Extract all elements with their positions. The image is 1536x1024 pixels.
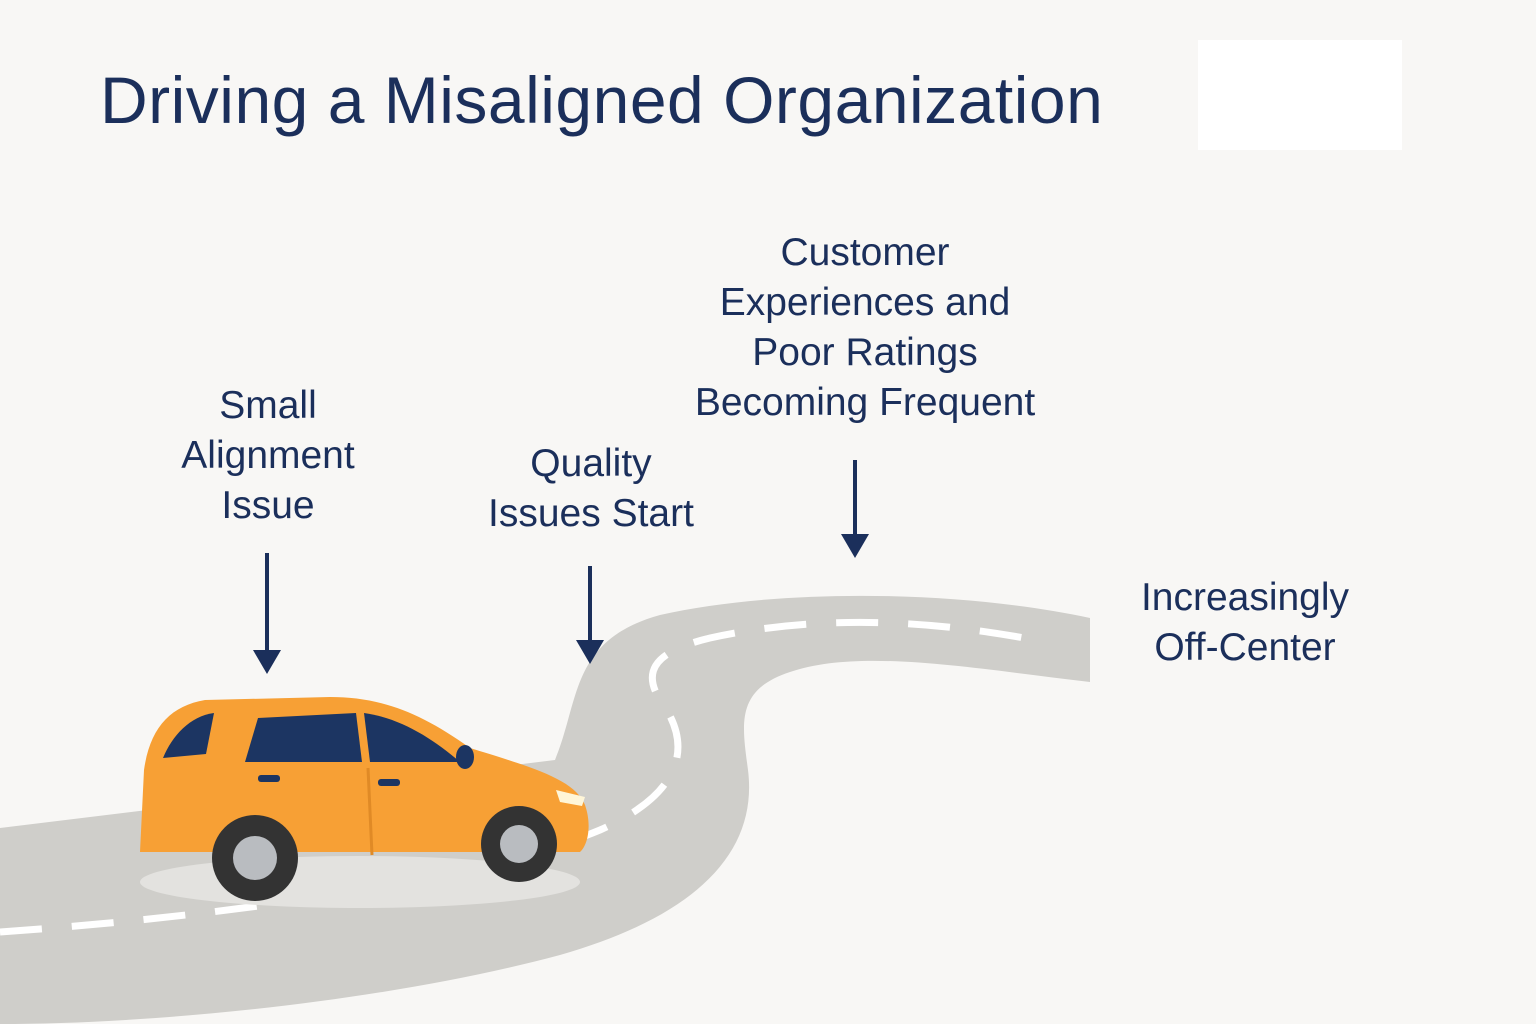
down-arrow-icon	[576, 566, 604, 664]
down-arrow-icon	[841, 460, 869, 558]
stage-label-line: Issues Start	[488, 492, 694, 535]
stage-label-quality-issues: Quality Issues Start	[466, 439, 716, 539]
stage-label-line: Experiences and	[719, 281, 1011, 324]
page-title: Driving a Misaligned Organization	[100, 63, 1104, 137]
title-blank-patch	[1198, 40, 1402, 150]
stage-label-line: Quality	[530, 442, 652, 485]
car-headlight	[556, 790, 585, 806]
car-body	[140, 697, 589, 852]
down-arrow-icon	[253, 553, 281, 674]
car-door-handle	[378, 779, 400, 786]
stage-label-line: Increasingly	[1140, 576, 1350, 619]
stage-label-line: Customer	[780, 231, 950, 274]
stage-label-line: Issue	[221, 484, 315, 527]
car-front-window	[245, 713, 362, 762]
stage-label-small-alignment-issue: Small Alignment Issue	[148, 381, 388, 531]
car-side-mirror	[456, 745, 474, 769]
car-door-handle	[258, 775, 280, 782]
stage-label-line: Poor Ratings	[752, 331, 978, 374]
stage-label-customer-experiences: Customer Experiences and Poor Ratings Be…	[660, 228, 1070, 428]
car-rear-window	[163, 713, 214, 758]
car-wheel	[212, 815, 298, 901]
stage-label-line: Alignment	[181, 434, 355, 477]
road-center-dashes	[0, 618, 1036, 936]
car-windshield	[364, 713, 460, 762]
stage-label-off-center: Increasingly Off-Center	[1100, 573, 1390, 673]
stage-label-line: Off-Center	[1154, 626, 1336, 669]
stage-label-line: Small	[219, 384, 317, 427]
car-wheel	[481, 806, 557, 882]
stage-label-line: Becoming Frequent	[694, 381, 1036, 424]
car-icon	[140, 697, 589, 908]
